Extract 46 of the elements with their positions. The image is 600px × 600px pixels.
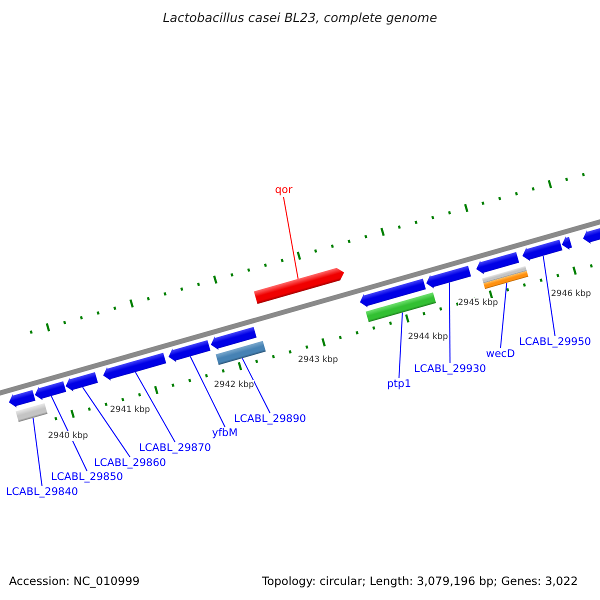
- scale-label: 2940 kbp: [48, 431, 88, 442]
- scale-label: 2941 kbp: [110, 405, 150, 416]
- gene-label: LCABL_29840: [6, 486, 78, 499]
- gene-block: [254, 268, 344, 304]
- gene-label: qor: [275, 184, 292, 197]
- leader-line: [500, 282, 508, 348]
- gene-label: LCABL_29950: [519, 336, 592, 349]
- gene-block: [562, 236, 572, 250]
- gene-block: [210, 326, 257, 350]
- gene-block: [476, 252, 520, 274]
- gene-label: LCABL_29890: [234, 413, 306, 426]
- scale-label: 2945 kbp: [458, 298, 498, 308]
- accession-text: Accession: NC_010999: [9, 575, 140, 589]
- gene-block: [34, 381, 66, 400]
- gene-label: yfbM: [212, 427, 238, 440]
- gene-label: LCABL_29850: [51, 471, 124, 484]
- gene-block: [8, 390, 36, 408]
- gene-label: LCABL_29930: [414, 363, 486, 376]
- feature-bar: [483, 270, 528, 289]
- scale-label: 2942 kbp: [214, 380, 254, 390]
- leader-line: [542, 255, 556, 336]
- feature-bar: [216, 340, 266, 365]
- genome-summary-text: Topology: circular; Length: 3,079,196 bp; Genes: 3,022: [262, 575, 578, 589]
- leader-line: [398, 312, 403, 378]
- leader-line: [134, 372, 176, 442]
- feature-bar: [366, 292, 436, 322]
- title: Lactobacillus casei BL23, complete genome: [162, 10, 438, 25]
- feature-bar: [482, 266, 527, 284]
- gene-label: wecD: [486, 348, 515, 361]
- leader-line: [82, 386, 130, 458]
- gene-label: LCABL_29870: [139, 442, 212, 455]
- leader-line: [448, 282, 450, 364]
- leader-line: [32, 417, 42, 486]
- gene-label: ptp1: [387, 378, 412, 391]
- gene-block: [522, 240, 562, 262]
- scale-label: 2943 kbp: [298, 355, 338, 366]
- gene-block: [66, 372, 98, 392]
- leader-line: [283, 196, 299, 280]
- feature-bar: [16, 403, 48, 422]
- gene-label: LCABL_29860: [94, 457, 166, 470]
- scale-label: 2944 kbp: [408, 332, 448, 342]
- gene-block: [168, 340, 210, 362]
- gene-block: [103, 352, 166, 381]
- scale-label: 2946 kbp: [551, 289, 592, 300]
- gene-block: [360, 278, 426, 308]
- gene-block: [426, 266, 472, 288]
